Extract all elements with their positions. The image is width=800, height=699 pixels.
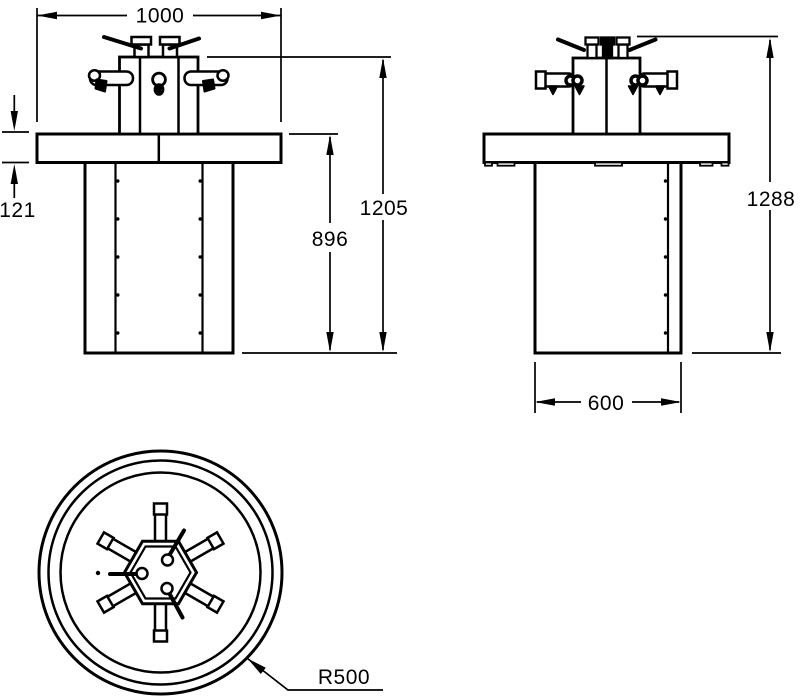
front-pedestal-outline: [83, 161, 235, 355]
front-spout-left: [87, 69, 135, 93]
front-column-panels: [138, 57, 180, 134]
plan-tap-boss: [160, 581, 174, 596]
arrowhead-left-icon: [37, 11, 57, 20]
arrowhead-left-icon: [535, 398, 555, 406]
plan-levers: [95, 528, 186, 620]
spout-end-cap: [87, 69, 102, 82]
front-pedestal: [83, 161, 235, 355]
side-bowl-outline: [482, 132, 731, 164]
spout-mount: [571, 74, 584, 87]
front-bowl: [35, 132, 283, 164]
plan-spout: [181, 530, 226, 565]
keyhole-slot: [153, 83, 165, 96]
tap-body: [617, 43, 629, 60]
front-keyhole: [151, 71, 167, 96]
arrowhead-down-icon: [326, 332, 334, 352]
hex-column-inner: [129, 545, 192, 600]
spout-aerator: [94, 78, 108, 93]
dim-overall-height: [637, 35, 778, 352]
plan-drain-dot: [95, 570, 101, 576]
front-pedestal-seams: [114, 162, 204, 353]
top-view: [37, 449, 284, 696]
spout-end-cap: [216, 69, 230, 82]
front-spout-right: [183, 69, 230, 93]
spout-end-cap: [534, 70, 547, 90]
label-bowl-radius: R500: [318, 666, 370, 689]
tap-lever-handle: [627, 37, 658, 52]
tap-body: [586, 43, 598, 60]
tap-lever-handle: [556, 37, 586, 52]
arrowhead-up-icon: [379, 58, 387, 78]
front-taps: [102, 35, 201, 59]
tap-cap: [584, 36, 600, 46]
arrowhead-right-icon: [661, 398, 681, 406]
dim-basin-height: [289, 133, 338, 352]
tap-cap: [599, 36, 616, 46]
arrowhead-up-icon: [10, 164, 18, 184]
plan-spout: [152, 502, 169, 545]
spout-mount: [636, 74, 649, 87]
arrowhead-right-icon: [261, 11, 281, 20]
tap-lever-handle: [102, 35, 143, 51]
extension-lines: [2, 131, 29, 164]
extension-lines: [534, 362, 682, 413]
extension-lines: [36, 8, 282, 122]
side-bowl-lip-tabs: [484, 161, 730, 167]
label-column-height: 1205: [360, 197, 409, 220]
side-taps: [556, 36, 658, 60]
spout-aerator: [574, 85, 585, 96]
plan-lever: [166, 528, 186, 560]
dimension-labels: 1000 121 896 1205 1288 600 R500: [0, 5, 795, 690]
side-pedestal: [533, 161, 683, 355]
label-pedestal-width: 600: [588, 392, 625, 415]
tap-body: [601, 43, 614, 60]
tap-cap: [158, 35, 181, 46]
radius-callout: [246, 657, 383, 691]
side-view: [482, 36, 731, 355]
spout-aerator: [654, 85, 666, 96]
side-pedestal-rivets: [663, 179, 668, 335]
tap-cap: [615, 36, 631, 46]
arrowhead-down-icon: [379, 332, 387, 352]
arrowhead-down-icon: [10, 111, 18, 131]
basin-edge: [59, 471, 262, 674]
plan-spout: [181, 580, 226, 615]
plan-spout: [152, 600, 169, 643]
side-spout-right: [627, 70, 679, 96]
bowl-inner-rim: [47, 459, 274, 686]
label-overall-height: 1288: [747, 188, 796, 211]
spout-aerator: [202, 78, 216, 93]
side-column: [571, 56, 642, 136]
front-view: [35, 35, 283, 355]
spout-aerator: [547, 85, 559, 96]
plan-tap-boss: [160, 553, 175, 567]
side-spout-left: [534, 70, 585, 96]
arrowhead-leader-icon: [247, 658, 266, 674]
label-overall-width: 1000: [136, 5, 185, 28]
plan-tap-boss: [135, 566, 149, 581]
arrowhead-up-icon: [766, 38, 774, 58]
tap-cap: [130, 35, 153, 46]
dim-overall-width: [36, 8, 282, 122]
front-pedestal-rivets: [116, 179, 202, 335]
plan-lever: [165, 588, 185, 620]
label-rim-thickness: 121: [0, 199, 36, 222]
side-pedestal-outline: [533, 161, 683, 355]
side-bowl: [482, 132, 731, 167]
dim-rim-thickness: [2, 95, 29, 198]
spout-end-cap: [666, 70, 679, 90]
bowl-outer-rim: [37, 449, 284, 696]
label-basin-height: 896: [312, 228, 349, 251]
dimensions: [2, 8, 781, 691]
arrowhead-down-icon: [766, 332, 774, 352]
arrowhead-up-icon: [326, 135, 334, 155]
tap-lever-handle: [167, 36, 201, 51]
dim-column-height: [207, 56, 391, 352]
spout-aerator: [627, 85, 639, 96]
hex-column-outer: [122, 539, 199, 606]
dim-pedestal-width: [534, 362, 682, 413]
